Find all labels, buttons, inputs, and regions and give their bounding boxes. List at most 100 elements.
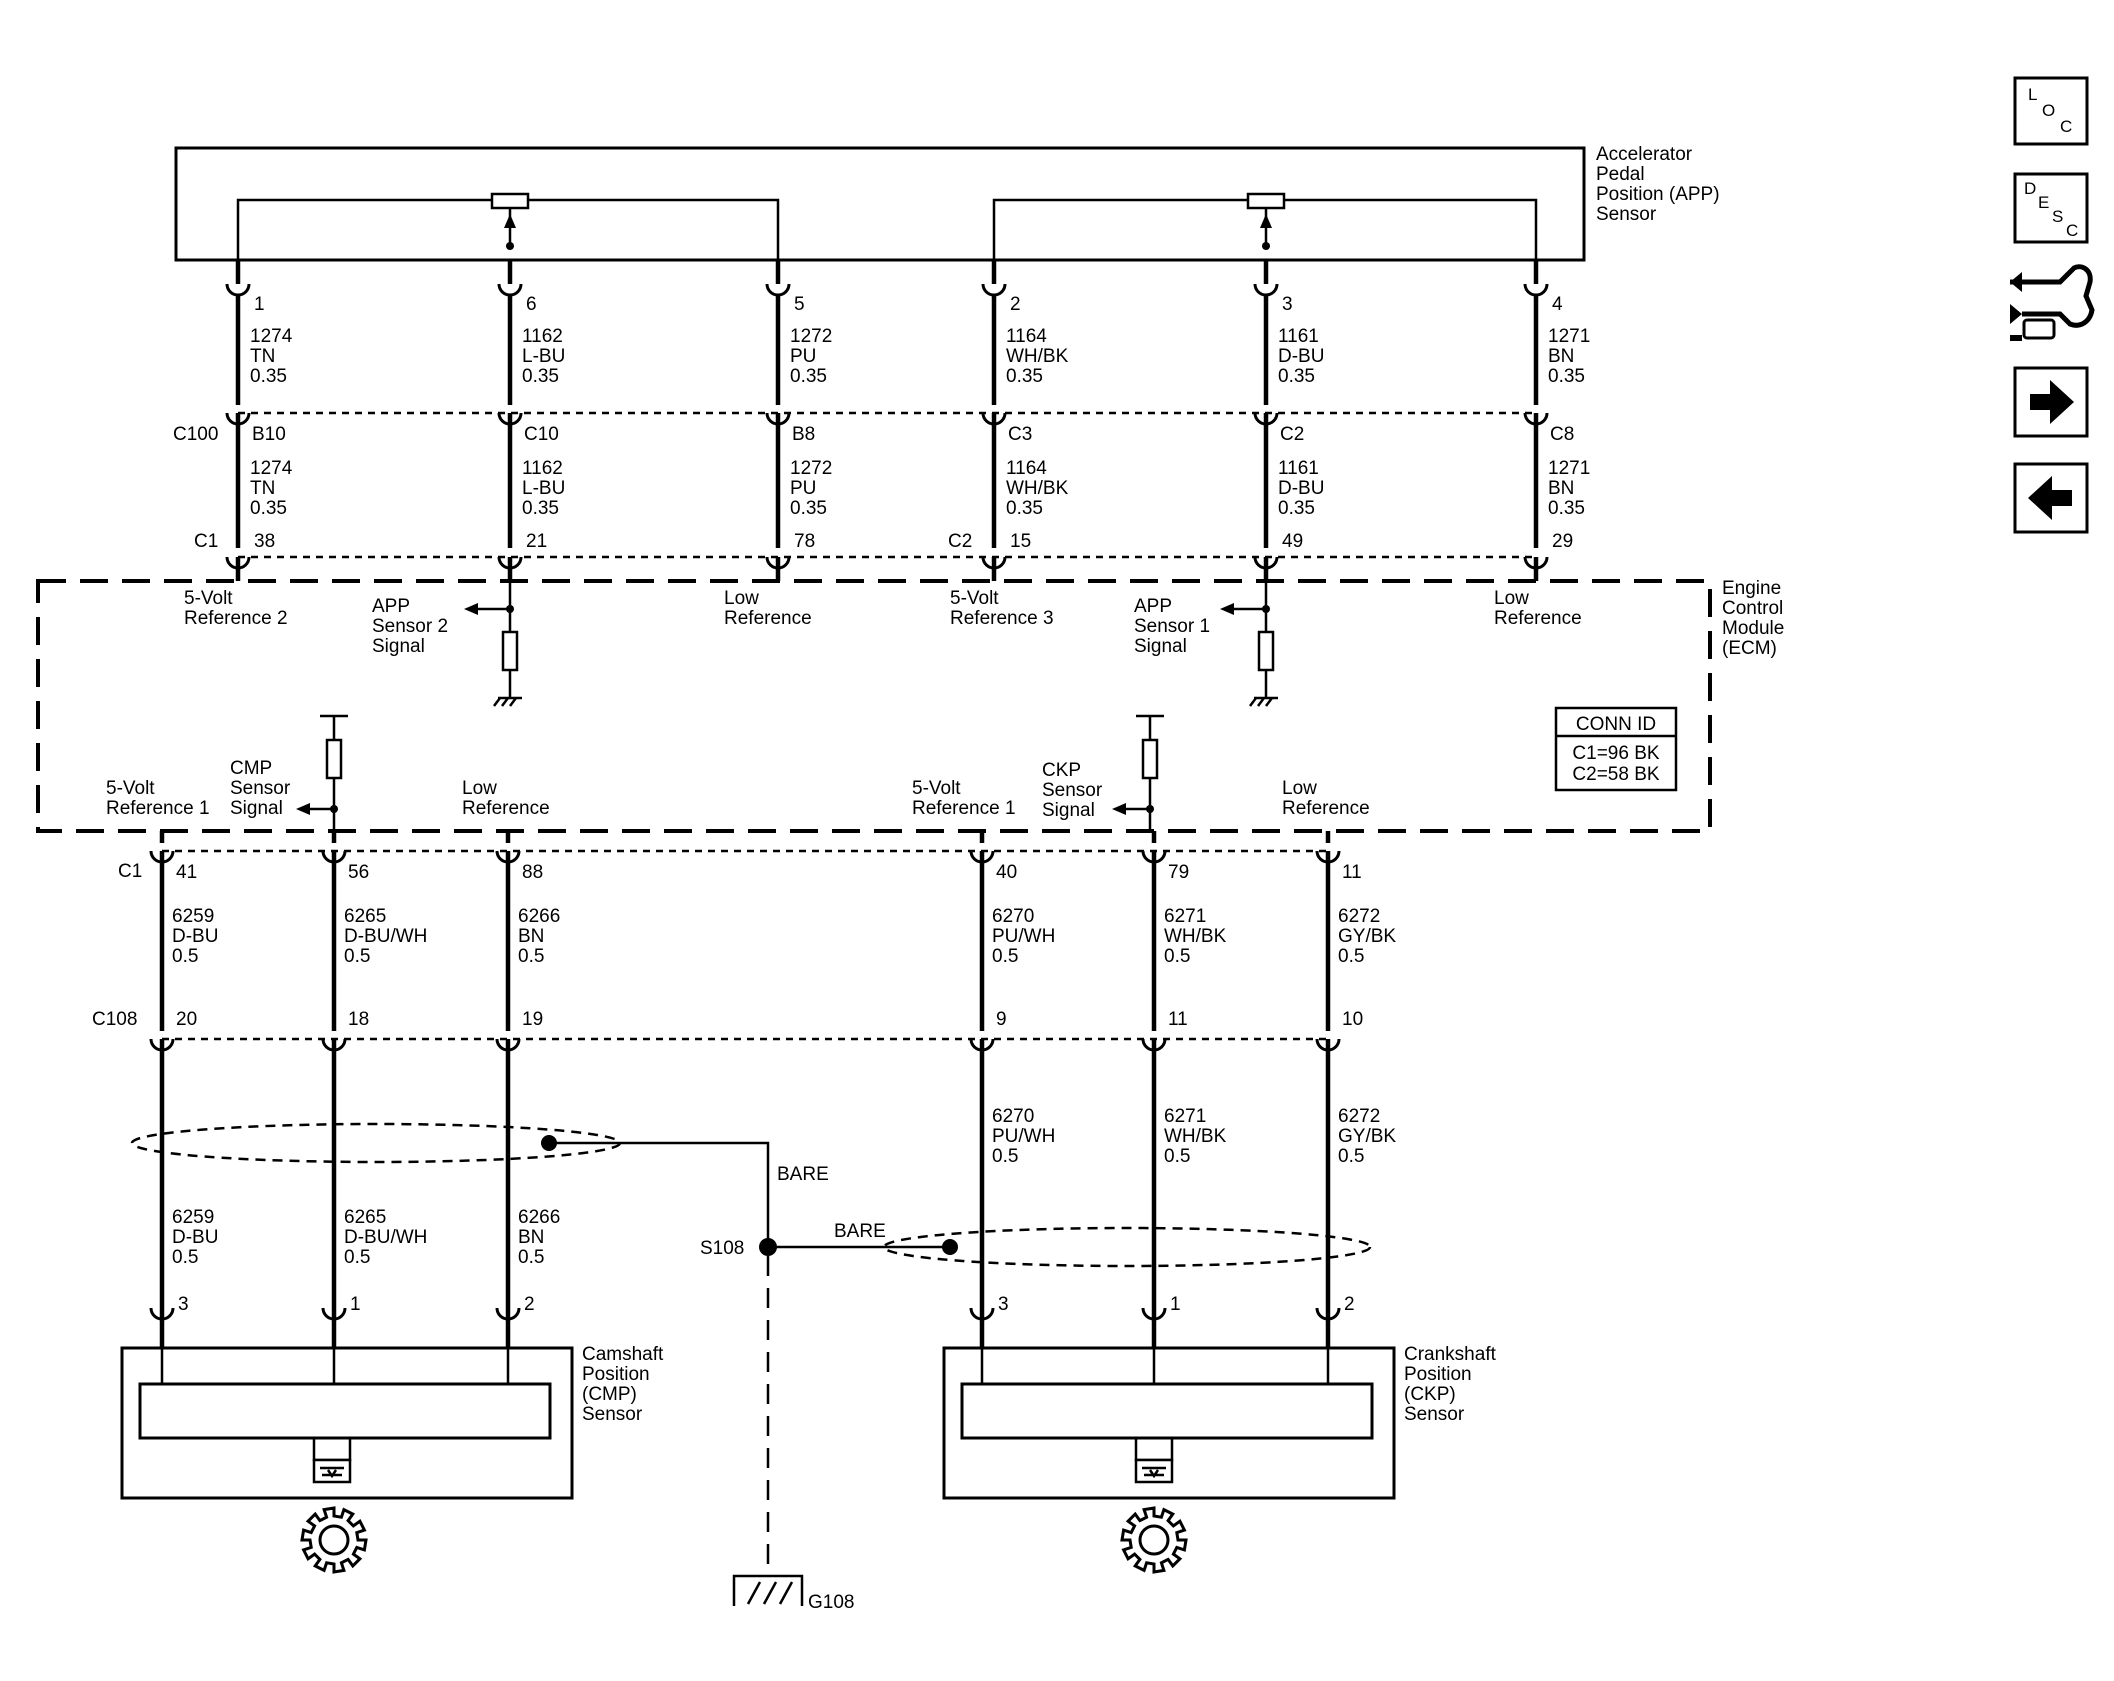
c100-pin-number: B10 xyxy=(252,424,286,445)
desc-letter-e: E xyxy=(2038,193,2049,212)
app-pin-number: 5 xyxy=(794,294,805,315)
ecm-input-label: Signal xyxy=(372,636,425,657)
ckp-sensor-label-2: Position xyxy=(1404,1364,1472,1385)
ecm-output-label: Sensor xyxy=(230,778,291,799)
app-sensor-label-2: Pedal xyxy=(1596,164,1645,185)
wire-gauge: 0.5 xyxy=(1338,946,1364,967)
ecm-input-label: 5-Volt xyxy=(184,588,233,609)
arrow-left-icon xyxy=(2028,476,2072,520)
connector-swap-icon xyxy=(2010,264,2095,341)
ecm-label-3: Module xyxy=(1722,618,1784,639)
wire-color: WH/BK xyxy=(1164,1126,1227,1147)
ckp-sensor-label-4: Sensor xyxy=(1404,1404,1465,1425)
wire-gauge: 0.5 xyxy=(172,1247,198,1268)
wire-gauge: 0.35 xyxy=(522,366,559,387)
circuit-number: 6265 xyxy=(344,1207,386,1228)
desc-button[interactable]: D E S C xyxy=(2013,172,2089,244)
cmp-sensor-label-4: Sensor xyxy=(582,1404,643,1425)
connector-swap-button[interactable] xyxy=(2010,264,2095,341)
c108-pin-number: 19 xyxy=(522,1009,543,1030)
ckp-reluctor-gear-icon xyxy=(1120,1506,1188,1574)
cmp-sensor-label-3: (CMP) xyxy=(582,1384,637,1405)
loc-icon: L O C xyxy=(2028,85,2072,136)
ecm-pin-number: 41 xyxy=(176,862,197,883)
c108-pin-number: 18 xyxy=(348,1009,369,1030)
loc-button[interactable]: L O C xyxy=(2013,76,2089,146)
loc-letter-l: L xyxy=(2028,85,2037,104)
bare-label-1: BARE xyxy=(777,1164,829,1185)
wire-color: BN xyxy=(1548,478,1574,499)
wire-color: TN xyxy=(250,346,275,367)
app-sensor-label-1: Accelerator xyxy=(1596,144,1693,165)
c108-pin-number: 9 xyxy=(996,1009,1007,1030)
cmp-signal-pullup xyxy=(296,714,348,830)
circuit-number: 6259 xyxy=(172,906,214,927)
circuit-number: 1161 xyxy=(1278,458,1319,479)
wire-gauge: 0.5 xyxy=(1164,946,1190,967)
wire-gauge: 0.35 xyxy=(790,498,827,519)
wire-gauge: 0.5 xyxy=(1164,1146,1190,1167)
previous-button[interactable] xyxy=(2013,462,2089,534)
wire-gauge: 0.5 xyxy=(992,1146,1018,1167)
wire-gauge: 0.35 xyxy=(250,498,287,519)
wire-color: WH/BK xyxy=(1006,478,1069,499)
wire-gauge: 0.35 xyxy=(522,498,559,519)
ecm-pin-number: 40 xyxy=(996,862,1017,883)
wire-gauge: 0.35 xyxy=(1548,366,1585,387)
ckp-sensor-label-1: Crankshaft xyxy=(1404,1344,1497,1365)
ecm-input-label: Reference xyxy=(724,608,812,629)
wire-gauge: 0.5 xyxy=(518,946,544,967)
conn-id-table: CONN ID C1=96 BK C2=58 BK xyxy=(1554,706,1678,792)
ecm-pin-number: 38 xyxy=(254,531,275,552)
ecm-pin-number: 78 xyxy=(794,531,815,552)
ecm-output-label: Low xyxy=(1282,778,1317,799)
sensor-pin-number: 3 xyxy=(178,1294,189,1315)
circuit-number: 1274 xyxy=(250,326,293,347)
ecm-pin-number: 88 xyxy=(522,862,543,883)
ecm-output-label: CKP xyxy=(1042,760,1081,781)
sensor-pin-number: 2 xyxy=(524,1294,535,1315)
circuit-number: 1272 xyxy=(790,326,832,347)
s108-label: S108 xyxy=(700,1238,744,1259)
wire-gauge: 0.5 xyxy=(172,946,198,967)
wire-color: BN xyxy=(518,1227,544,1248)
app-pin-number: 6 xyxy=(526,294,537,315)
desc-letter-c: C xyxy=(2066,221,2078,240)
app-pin-number: 3 xyxy=(1282,294,1293,315)
arrow-right-icon xyxy=(2030,380,2074,424)
c100-pin-number: C10 xyxy=(524,424,559,445)
wire-gauge: 0.35 xyxy=(790,366,827,387)
app-pin xyxy=(225,283,251,297)
app-pin xyxy=(1253,283,1279,297)
desc-letter-s: S xyxy=(2052,207,2063,226)
ckp-signal-pullup xyxy=(1112,714,1164,830)
ecm-label-4: (ECM) xyxy=(1722,638,1777,659)
ecm-output-label: 5-Volt xyxy=(106,778,155,799)
wire-color: PU/WH xyxy=(992,926,1055,947)
wire-color: TN xyxy=(250,478,275,499)
ecm-input-label: Reference 2 xyxy=(184,608,288,629)
wire-color: PU xyxy=(790,346,816,367)
app-pin-number: 2 xyxy=(1010,294,1021,315)
sensor-pin-number: 2 xyxy=(1344,1294,1355,1315)
ecm-output-label: Reference xyxy=(1282,798,1370,819)
ecm-input-label: Reference xyxy=(1494,608,1582,629)
circuit-number: 6271 xyxy=(1164,906,1206,927)
ecm-output-label: Reference 1 xyxy=(106,798,210,819)
cmp-sensor-label-1: Camshaft xyxy=(582,1344,664,1365)
wire-gauge: 0.5 xyxy=(518,1247,544,1268)
cmp-sensor-label-2: Position xyxy=(582,1364,650,1385)
app-pin xyxy=(1523,283,1549,297)
wire-gauge: 0.35 xyxy=(250,366,287,387)
wire-gauge: 0.5 xyxy=(1338,1146,1364,1167)
next-button[interactable] xyxy=(2013,366,2089,438)
bare-label-2: BARE xyxy=(834,1221,886,1242)
